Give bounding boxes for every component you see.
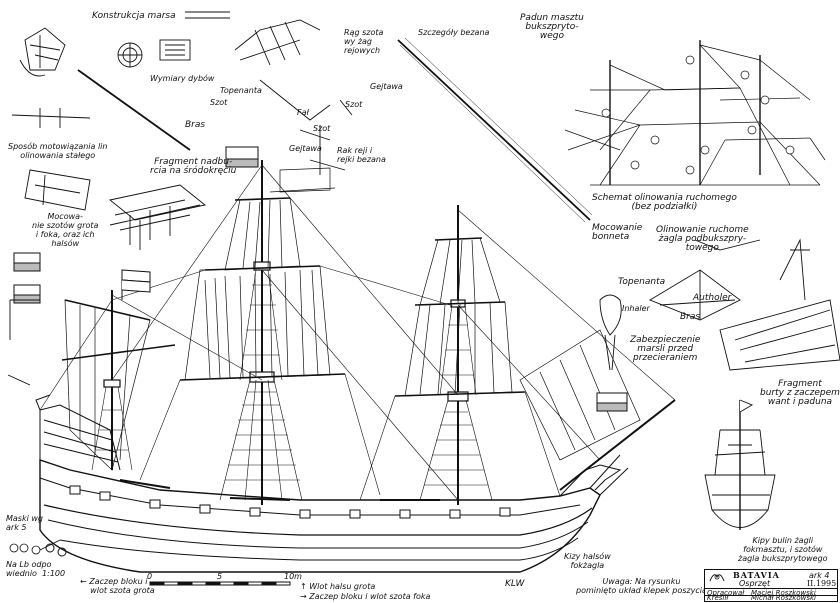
label-sposob: Sposób motowiązania lin olinowania stałe… (8, 142, 108, 160)
label-zaczep-bloku-foka: → Zaczep bloku i wlot szota foka (300, 592, 431, 601)
label-autholer: Autholer (693, 293, 732, 303)
label-fragment-burty: Fragment burty z zaczepem want i paduna (760, 379, 840, 407)
prepared-label: Opracował (707, 589, 745, 597)
ship-name: BATAVIA (733, 570, 780, 580)
title-block: BATAVIA Osprzęt ark 4 II.1995 Opracował … (704, 569, 838, 602)
label-olinowanie-ruchome: Olinowanie ruchome żagla podbukszpry- to… (656, 225, 749, 253)
scale-label-10: 10m (284, 572, 302, 581)
label-konstrukcja-marsa: Konstrukcja marsa (92, 11, 176, 21)
label-fal: Fał (297, 108, 309, 117)
rigging-lines (39, 164, 676, 501)
label-bras-right: Bras (680, 312, 701, 322)
title-divider-1 (705, 588, 837, 589)
label-wymiary-dybow: Wymiary dybów (150, 74, 215, 83)
label-zaczep-bloku-grota: ← Zaczep bloku i wlot szota grota (80, 577, 155, 595)
label-klw: KLW (505, 579, 525, 589)
sheet-date: II.1995 (807, 579, 837, 588)
label-kizy-halsow: Kizy halsów fokżagla (564, 552, 611, 570)
label-maski: Maski wg ark 5 (6, 514, 43, 532)
label-szot-right: Szot (313, 124, 331, 133)
label-gejtawa-small: Gejtawa (370, 82, 403, 91)
label-rag-szota: Rąg szota wy żag rejowych (344, 28, 384, 55)
mask-callouts (9, 539, 61, 555)
label-topenanta: Topenanta (220, 86, 262, 95)
label-zabezpieczenie: Zabezpieczenie marsli przed przecieranie… (630, 335, 701, 363)
label-wlot-halsu-grota: ↑ Wlot halsu grota (300, 582, 376, 591)
drawn-by: Michał Roszkowski (751, 594, 816, 602)
label-topenanta-right: Topenanta (618, 277, 666, 287)
label-bras: Bras (185, 120, 206, 130)
scale-label-0: 0 (147, 572, 153, 581)
sheet-number: ark 4 (809, 571, 830, 580)
label-schemat: Schemat olinowania ruchomego (bez podzia… (592, 193, 737, 212)
label-szczegoly-bezana: Szczegóły bezana (418, 28, 490, 37)
prepared-by: Maciej Roszkowski (751, 589, 816, 597)
logo-mark (709, 574, 725, 582)
label-padun-masztu: Padun masztu bukszpryto- wego (520, 13, 584, 41)
title-divider-2 (705, 595, 837, 596)
label-gejtawa: Gejtawa (289, 144, 322, 153)
label-rak-reji: Rak reji i rejki bezana (337, 146, 386, 164)
scale-bar (149, 581, 291, 586)
label-kipy-bulin: Kipy bulin żagli fokmasztu, i szotów żag… (738, 536, 828, 563)
detail-top-construction (7, 11, 593, 386)
label-fragment-nadburcia: Fragment nadbu- rcia na śródokręciu (150, 157, 237, 176)
flags (13, 146, 628, 412)
sails (64, 167, 641, 471)
label-mocowanie-szotow: Mocowa- nie szotów grota i foka, oraz ic… (32, 212, 99, 248)
scale-label-5: 5 (217, 572, 223, 581)
label-na-lb: Na Lb odpo wiednio 1:100 (6, 560, 66, 578)
right-details (599, 238, 840, 530)
label-inhaler: Inhaler (622, 304, 650, 313)
label-szot: Szot (210, 98, 228, 107)
drawn-label: Kreślił (707, 594, 729, 602)
hull-drawing (35, 394, 629, 573)
label-mocowanie-bonneta: Mocowanie bonneta (592, 223, 643, 242)
label-szot-small: Szot (345, 100, 363, 109)
sheet-subtitle: Osprzęt (739, 579, 771, 588)
running-rigging-schematic (564, 40, 826, 186)
label-uwaga: Uwaga: Na rysunku pominięto układ klepek… (576, 577, 707, 595)
